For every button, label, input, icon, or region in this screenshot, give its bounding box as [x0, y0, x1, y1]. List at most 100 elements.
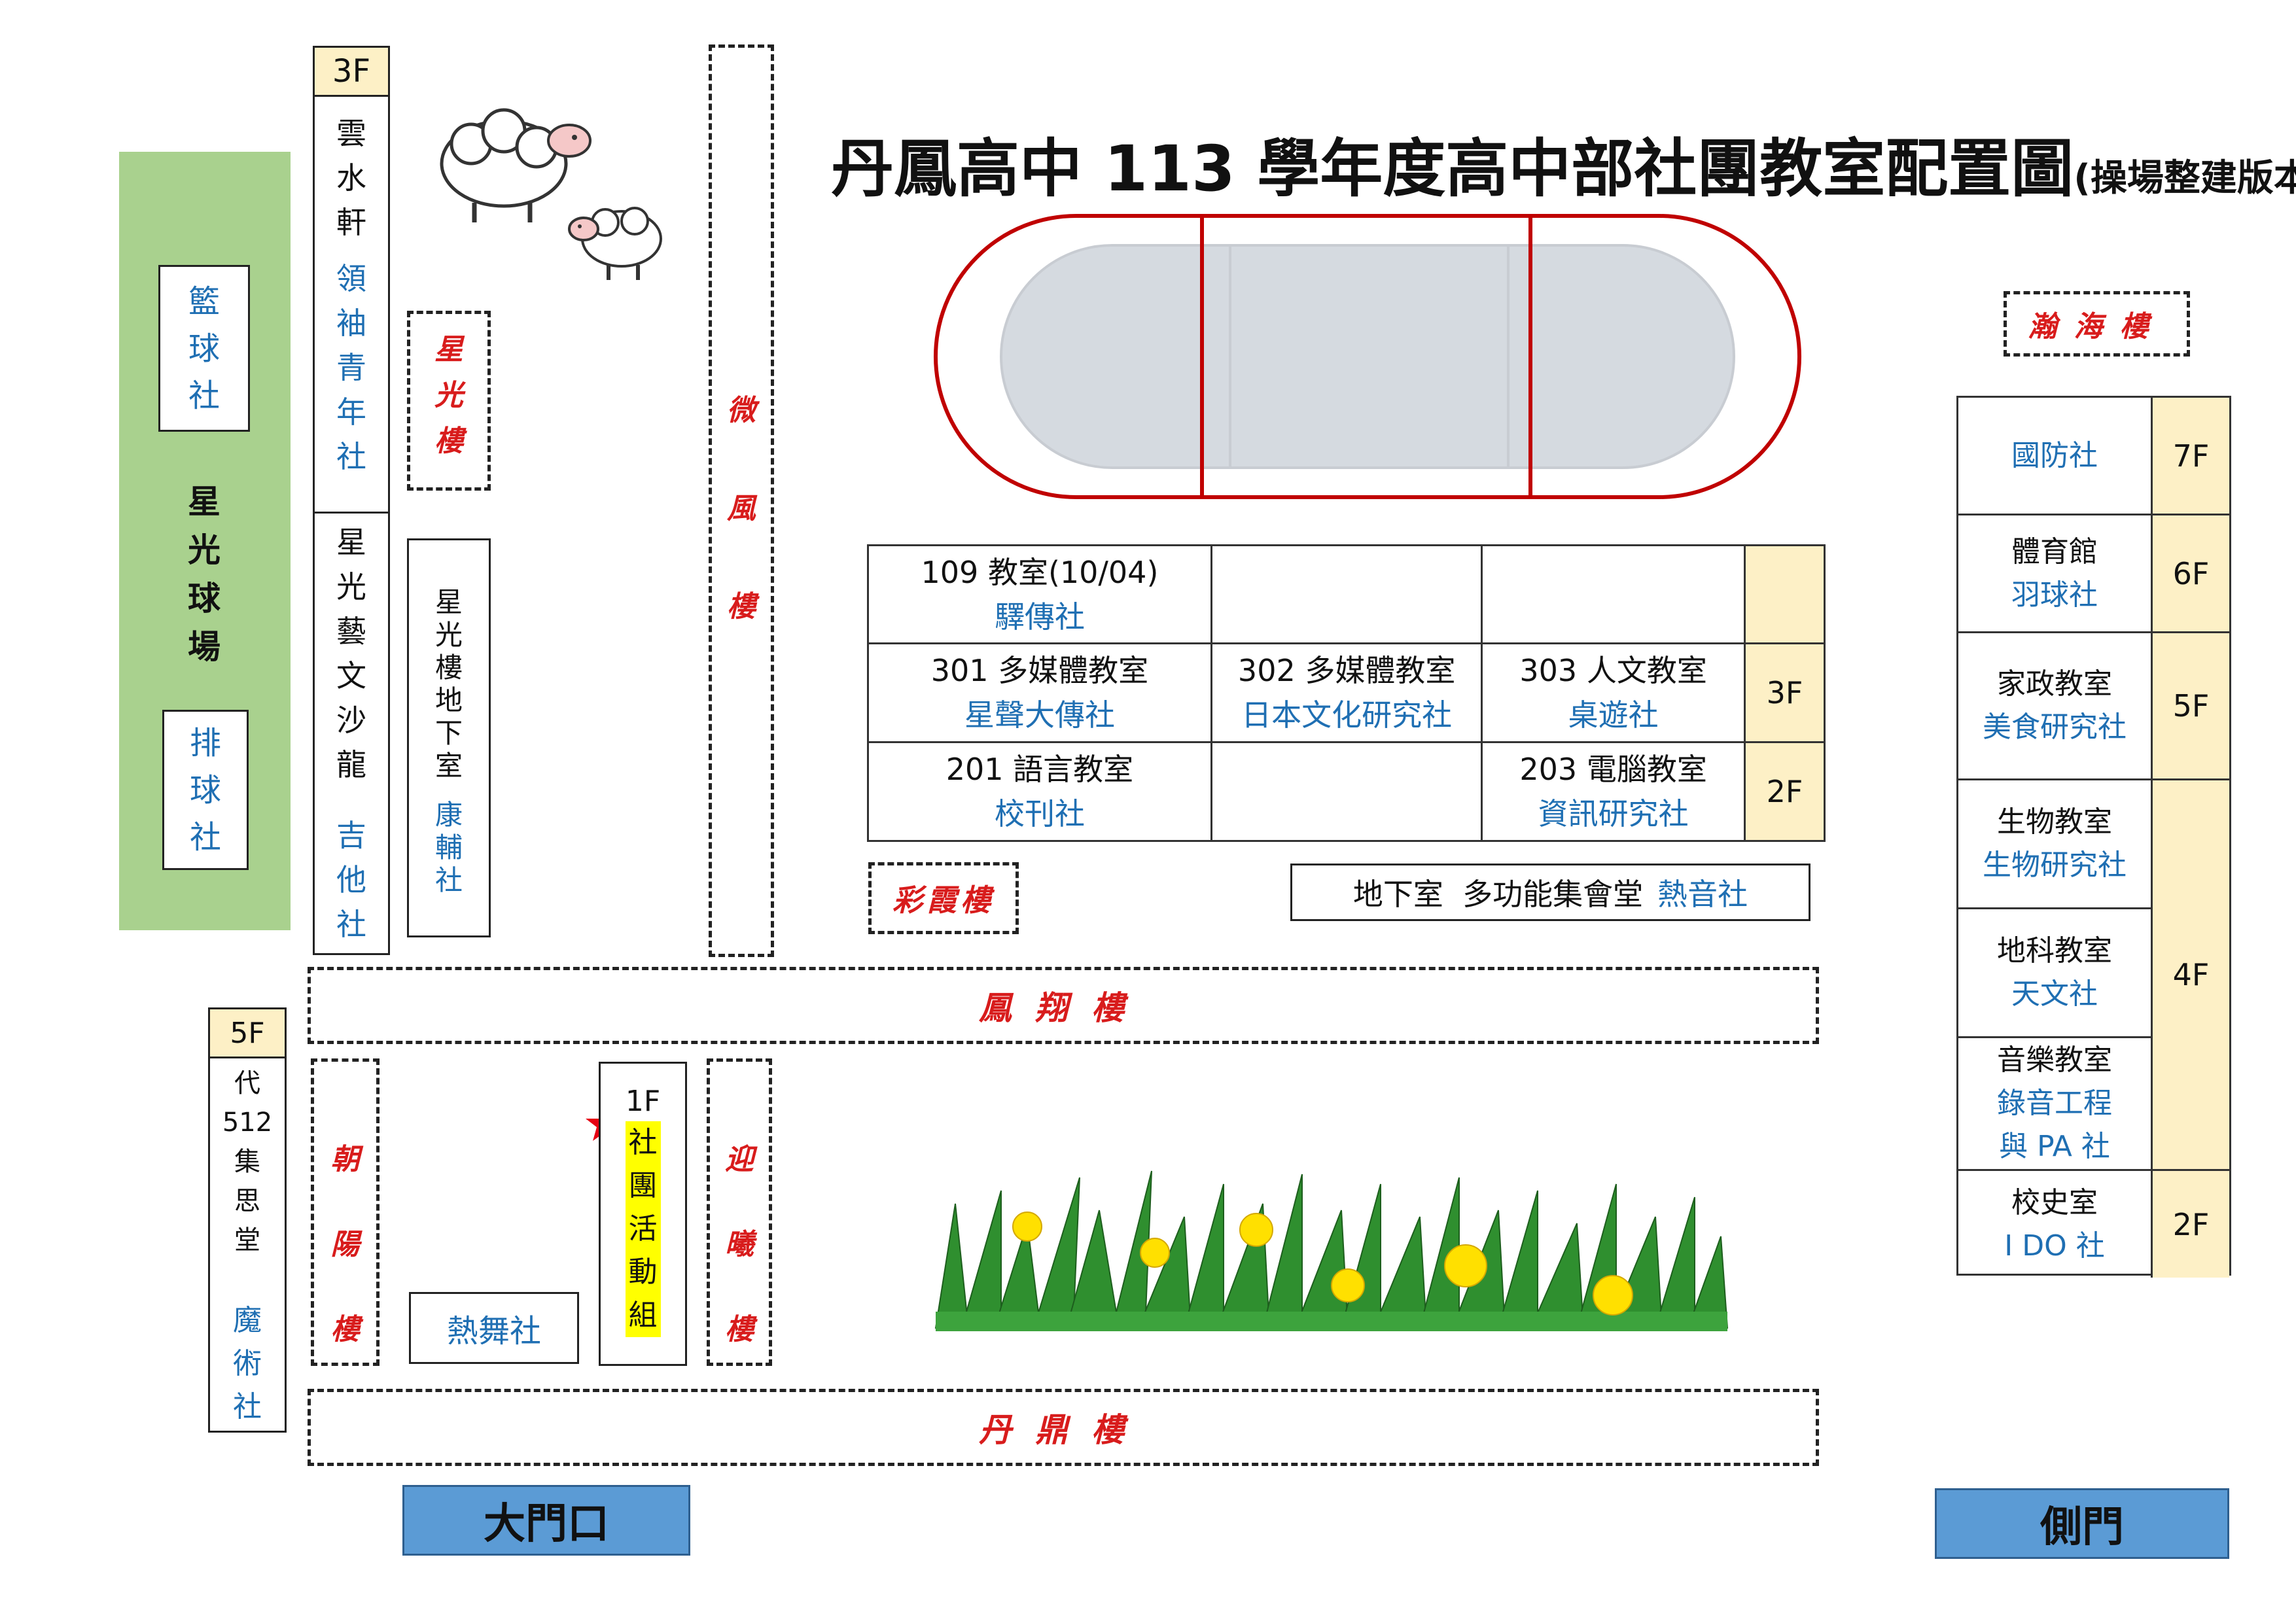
- dai512-floor: 5F: [208, 1007, 287, 1058]
- vertical-char: 社: [188, 377, 220, 414]
- grid-floor-2f: 2F: [1743, 741, 1826, 842]
- right-room-cell[interactable]: 家政教室美食研究社: [1958, 633, 2153, 780]
- caixia-building[interactable]: 彩霞樓: [868, 862, 1019, 934]
- caixia-building-label: 彩霞樓: [892, 882, 995, 918]
- room-301[interactable]: 301 多媒體教室 星聲大傳社: [867, 642, 1212, 743]
- vertical-char: 社: [336, 907, 366, 942]
- title-subtitle: (操場整建版本): [2074, 157, 2296, 200]
- right-room-cell[interactable]: 地科教室天文社: [1958, 909, 2153, 1038]
- vertical-char: 星: [336, 525, 366, 560]
- basement-block[interactable]: 星光樓地下室 康輔社: [407, 538, 491, 937]
- side-gate[interactable]: 側門: [1935, 1488, 2229, 1559]
- right-room-name: 生物教室: [1997, 805, 2112, 839]
- room-301-club: 星聲大傳社: [964, 697, 1115, 733]
- grid-empty-cell: [1210, 741, 1483, 842]
- vertical-char: 社: [336, 439, 366, 474]
- vertical-char: 他: [336, 862, 366, 898]
- room-203[interactable]: 203 電腦教室 資訊研究社: [1481, 741, 1746, 842]
- yunshui-block[interactable]: 雲水軒 領袖青年社: [313, 95, 390, 955]
- multipurpose-hall[interactable]: 地下室 多功能集會堂 熱音社: [1290, 864, 1810, 921]
- vertical-char: 龍: [336, 747, 366, 782]
- weifeng-building[interactable]: 微風樓: [709, 44, 774, 957]
- right-room-name: 地科教室: [1997, 934, 2112, 968]
- chaoyang-building[interactable]: 朝陽樓: [311, 1058, 380, 1366]
- room-109-name: 109 教室(10/04): [921, 554, 1159, 590]
- classroom-grid: 109 教室(10/04) 驛傳社 301 多媒體教室 星聲大傳社 302 多媒…: [867, 544, 1826, 842]
- danding-building[interactable]: 丹鼎樓: [308, 1389, 1819, 1466]
- right-room-name: 家政教室: [1997, 667, 2112, 701]
- activity-office[interactable]: 1F 社團活動組: [599, 1062, 687, 1366]
- right-room-club: I DO 社: [2004, 1229, 2105, 1263]
- yunshui-club-top: 領袖青年社: [315, 256, 388, 479]
- basement-name: 星光樓地下室: [409, 586, 489, 782]
- right-room-cell[interactable]: 生物教室生物研究社: [1958, 780, 2153, 909]
- hanhai-floor-table: 國防社體育館羽球社家政教室美食研究社生物教室生物研究社地科教室天文社音樂教室錄音…: [1956, 396, 2231, 1278]
- volleyball-club-box[interactable]: 排球社: [162, 710, 249, 870]
- yunshui-name: 雲水軒: [315, 111, 388, 245]
- right-floor-label: 7F: [2153, 398, 2229, 515]
- vertical-char: 樓: [434, 652, 463, 684]
- vertical-char: 代: [234, 1068, 260, 1098]
- vertical-char: 光: [434, 379, 463, 412]
- basement-club: 康輔社: [409, 799, 489, 897]
- yunshui-floor: 3F: [313, 46, 390, 97]
- vertical-char: 籃: [188, 283, 220, 320]
- vertical-char: 文: [336, 658, 366, 693]
- yingxi-building[interactable]: 迎曦樓: [707, 1058, 772, 1366]
- room-203-club: 資訊研究社: [1538, 796, 1689, 831]
- sheep-large-icon: [440, 108, 592, 222]
- basketball-club-box[interactable]: 籃球社: [158, 265, 250, 432]
- vertical-char: 軒: [336, 205, 366, 240]
- yunshui-club-bottom: 吉他社: [313, 813, 390, 947]
- vertical-char: 下: [434, 717, 463, 749]
- xingguang-building[interactable]: 星光樓: [407, 311, 491, 491]
- multipurpose-hall-club: 熱音社: [1657, 877, 1748, 912]
- right-floor-label: 2F: [2153, 1171, 2229, 1278]
- right-room-cell[interactable]: 國防社: [1958, 398, 2153, 515]
- vertical-char: 吉: [336, 818, 366, 853]
- hiphop-club-label: 熱舞社: [446, 1313, 541, 1350]
- right-floor-label: 4F: [2153, 780, 2229, 1171]
- vertical-char: 樓: [330, 1313, 360, 1346]
- hanhai-building[interactable]: 瀚海樓: [2004, 291, 2190, 357]
- vertical-char: 社: [189, 818, 221, 856]
- right-room-cell[interactable]: 體育館羽球社: [1958, 515, 2153, 633]
- vertical-char: 星: [434, 333, 463, 366]
- vertical-char: 迎: [725, 1143, 754, 1176]
- room-302[interactable]: 302 多媒體教室 日本文化研究社: [1210, 642, 1483, 743]
- vertical-char: 室: [434, 750, 463, 782]
- room-201-name: 201 語言教室: [945, 752, 1134, 787]
- vertical-char: 光: [434, 619, 463, 651]
- right-room-cell[interactable]: 音樂教室錄音工程與 PA 社: [1958, 1038, 2153, 1171]
- vertical-char: 領: [336, 261, 366, 296]
- grass-illustration: [934, 1170, 1729, 1331]
- grid-floor-blank: [1743, 544, 1826, 644]
- hiphop-club-box[interactable]: 熱舞社: [409, 1292, 579, 1364]
- grid-floor-3f: 3F: [1743, 642, 1826, 743]
- room-303[interactable]: 303 人文教室 桌遊社: [1481, 642, 1746, 743]
- room-109[interactable]: 109 教室(10/04) 驛傳社: [867, 544, 1212, 644]
- title-text: 丹鳳高中 113 學年度高中部社團教室配置圖: [831, 132, 2074, 205]
- grid-empty-cell: [1210, 544, 1483, 644]
- vertical-char: 512: [222, 1108, 273, 1138]
- vertical-char: 雲: [336, 116, 366, 151]
- vertical-char: 社: [434, 864, 463, 896]
- main-gate-label: 大門口: [484, 1500, 609, 1548]
- vertical-char: 康: [434, 799, 463, 831]
- chaoyang-building-label: 朝陽樓: [314, 1117, 376, 1372]
- hanhai-building-label: 瀚海樓: [2028, 310, 2166, 343]
- main-gate[interactable]: 大門口: [402, 1485, 690, 1556]
- vertical-char: 球: [188, 580, 221, 618]
- danding-building-label: 丹鼎樓: [979, 1410, 1148, 1449]
- vertical-char: 樓: [434, 425, 463, 458]
- right-room-club: 生物研究社: [1983, 848, 2127, 882]
- vertical-char: 曦: [725, 1228, 754, 1261]
- room-201[interactable]: 201 語言教室 校刊社: [867, 741, 1212, 842]
- room-303-club: 桌遊社: [1568, 697, 1659, 733]
- vertical-char: 球: [188, 330, 220, 367]
- activity-name: 社團活動組: [625, 1121, 661, 1337]
- right-room-name: 體育館: [2011, 534, 2098, 568]
- fengxiang-building[interactable]: 鳳翔樓: [308, 967, 1819, 1044]
